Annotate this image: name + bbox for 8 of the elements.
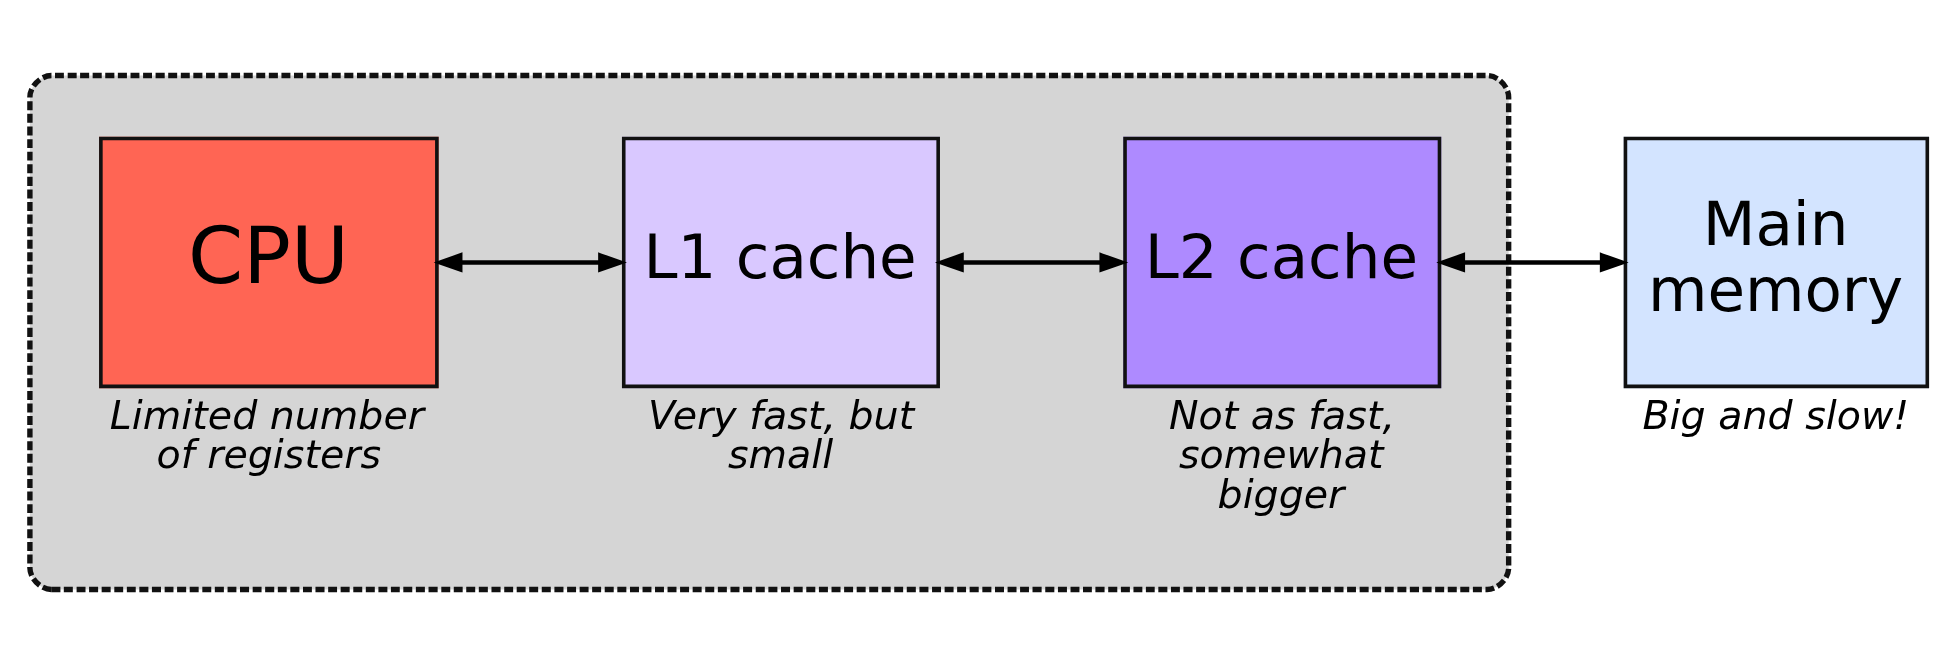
node-label: Not as fast, somewhat bigger	[1169, 391, 1395, 517]
node-label: Limited number of registers	[109, 391, 424, 477]
node-label: Big and slow!	[1642, 391, 1910, 438]
arrow	[934, 251, 1129, 272]
cluster	[27, 72, 1512, 592]
arrow	[433, 251, 627, 272]
node-label: Very fast, but small	[648, 391, 915, 477]
arrow	[1436, 251, 1629, 272]
